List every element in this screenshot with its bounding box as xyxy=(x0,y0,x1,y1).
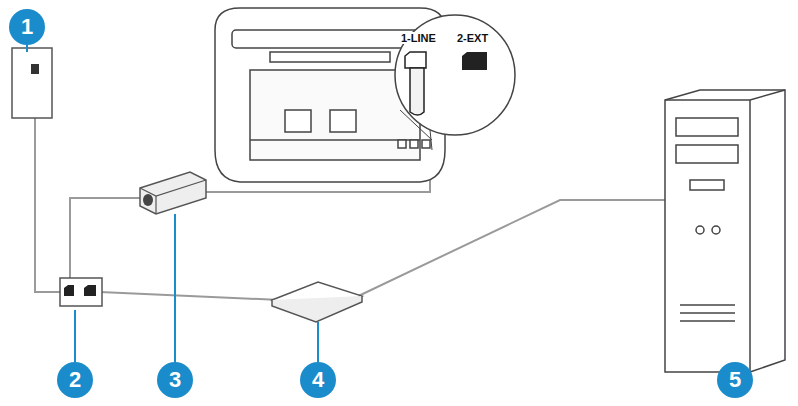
port-label: 2-EXT xyxy=(456,32,489,44)
network-cable xyxy=(350,200,665,300)
dsl-modem xyxy=(272,282,362,322)
callout-number: 5 xyxy=(717,362,753,398)
phone-cord xyxy=(70,198,140,282)
wall-jack xyxy=(12,48,52,118)
callout-number: 2 xyxy=(57,362,93,398)
parallel-splitter xyxy=(60,278,102,306)
leader-line xyxy=(27,45,735,374)
callout-number: 4 xyxy=(300,362,336,398)
printer-back xyxy=(215,8,445,182)
port-zoom xyxy=(395,15,515,150)
port-label: 1-LINE xyxy=(400,32,437,44)
callout-number: 3 xyxy=(157,362,193,398)
phone-cord xyxy=(100,292,280,300)
dsl-filter xyxy=(140,172,206,214)
callout-number: 1 xyxy=(9,9,45,45)
computer-tower xyxy=(665,90,785,372)
